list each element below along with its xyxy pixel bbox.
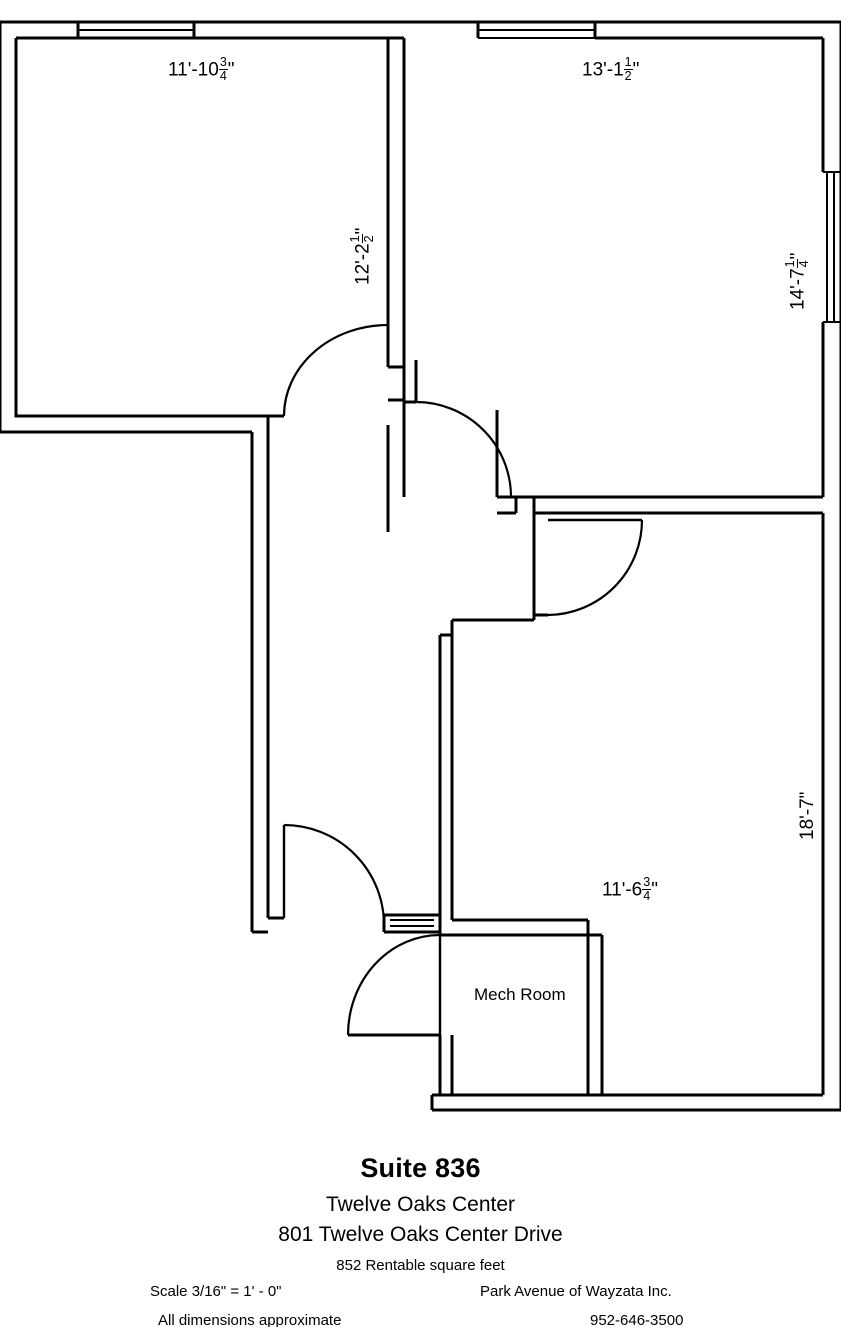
floor-plan-drawing bbox=[0, 20, 841, 1112]
wall-left-inner bbox=[14, 38, 252, 418]
suite-title: Suite 836 bbox=[360, 1153, 481, 1183]
door-arc-1 bbox=[282, 323, 389, 417]
room-label-mech-room: Mech Room bbox=[474, 985, 566, 1004]
plan-footer: Suite 836 Twelve Oaks Center 801 Twelve … bbox=[0, 1140, 841, 1327]
door-arc-5 bbox=[346, 933, 441, 1036]
dimension-lower-right-depth: 18'-7" bbox=[797, 791, 818, 840]
door-arc-4 bbox=[283, 823, 386, 926]
company-name: Park Avenue of Wayzata Inc. bbox=[480, 1283, 672, 1300]
scale-note: Scale 3/16" = 1' - 0" bbox=[150, 1283, 282, 1300]
rentable-square-feet: 852 Rentable square feet bbox=[336, 1257, 505, 1274]
company-phone: 952-646-3500 bbox=[590, 1312, 684, 1327]
street-address: 801 Twelve Oaks Center Drive bbox=[278, 1223, 563, 1246]
center-name: Twelve Oaks Center bbox=[325, 1193, 516, 1216]
door-arc-2 bbox=[415, 400, 513, 498]
dimensions-note: All dimensions approximate bbox=[158, 1312, 342, 1327]
footer-columns: Scale 3/16" = 1' - 0" Park Avenue of Way… bbox=[0, 1283, 841, 1327]
wall-left-outer bbox=[0, 22, 252, 434]
door-arc-3 bbox=[547, 519, 644, 617]
